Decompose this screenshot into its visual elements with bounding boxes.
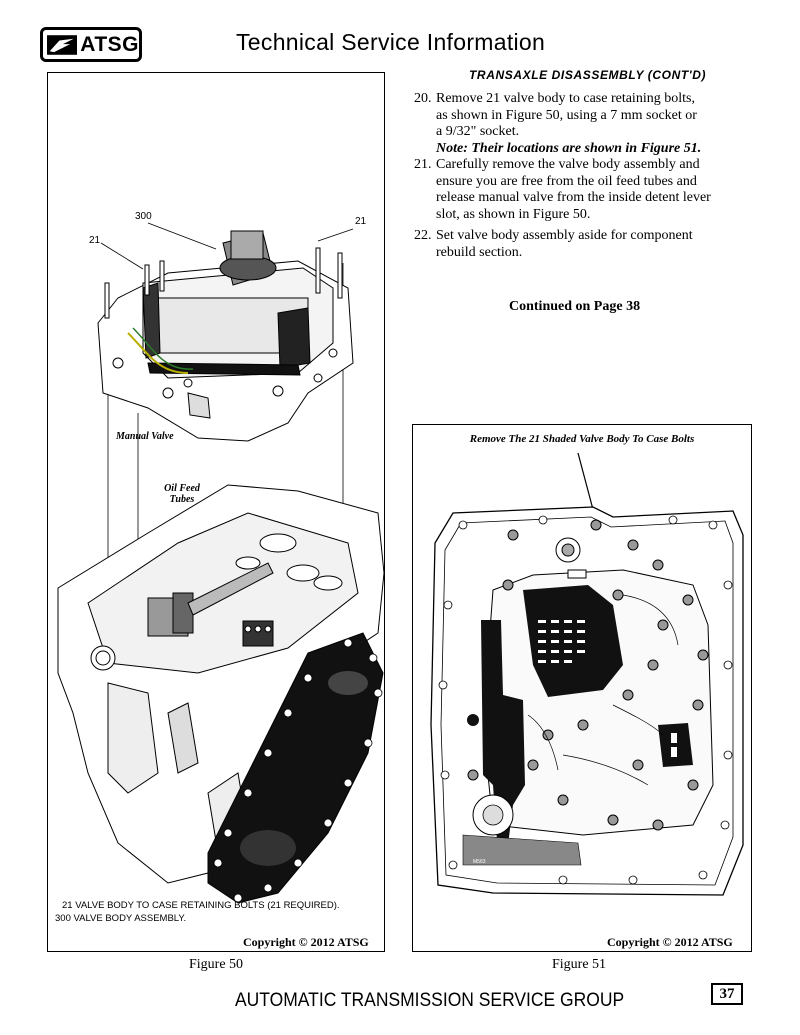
callout-21-left: 21	[89, 235, 101, 246]
step-22: 22. Set valve body assembly aside for co…	[414, 228, 754, 261]
step-number: 20.	[414, 91, 432, 106]
section-title: Transaxle Disassembly (Cont'd)	[469, 68, 707, 82]
logo-mark-icon	[47, 34, 78, 55]
step-number: 22.	[414, 228, 432, 243]
side-cover	[207, 632, 384, 904]
figure-51-title: Remove The 21 Shaded Valve Body To Case …	[469, 433, 695, 445]
valve-body-assembly	[97, 230, 354, 442]
label-tubes: Tubes	[169, 494, 195, 505]
step-21: 21. Carefully remove the valve body asse…	[414, 157, 754, 223]
continued-note: Continued on Page 38	[509, 299, 641, 314]
step-number: 21.	[414, 157, 432, 172]
figure-51-caption: Figure 51	[552, 957, 607, 972]
step-line: Remove 21 valve body to case retaining b…	[436, 91, 695, 106]
step-line: Carefully remove the valve body assembly…	[436, 157, 700, 172]
figure-50-caption: Figure 50	[189, 957, 244, 972]
step-line: Set valve body assembly aside for compon…	[436, 228, 693, 243]
legend-line-21: 21 VALVE BODY TO CASE RETAINING BOLTS (2…	[62, 900, 340, 911]
legend-line-300: 300 VALVE BODY ASSEMBLY.	[55, 913, 187, 924]
figure-50-copyright: Copyright © 2012 ATSG	[243, 935, 369, 949]
footer-title: AUTOMATIC TRANSMISSION SERVICE GROUP	[235, 990, 625, 1011]
step-line: release manual valve from the inside det…	[436, 190, 711, 205]
header-title: Technical Service Information	[236, 29, 546, 55]
step-line: slot, as shown in Figure 50.	[436, 206, 591, 222]
step-note: Note: Their locations are shown in Figur…	[436, 140, 702, 156]
step-line: as shown in Figure 50, using a 7 mm sock…	[436, 107, 697, 123]
figure-51-copyright: Copyright © 2012 ATSG	[607, 935, 733, 949]
callout-21-right: 21	[355, 216, 367, 227]
step-line: a 9/32" socket.	[436, 124, 520, 139]
figure-51-illustration: M563	[430, 452, 744, 896]
label-manual-valve: Manual Valve	[116, 431, 174, 442]
figure-51-frame: M563	[412, 424, 752, 952]
callout-300: 300	[135, 211, 152, 222]
step-line: rebuild section.	[436, 244, 523, 260]
transaxle-case	[57, 484, 384, 884]
figure-50-illustration	[57, 222, 384, 904]
figure-50-frame	[47, 72, 385, 952]
label-oil-feed: Oil Feed	[164, 483, 200, 494]
step-line: ensure you are free from the oil feed tu…	[436, 173, 697, 189]
atsg-logo: ATSG	[40, 27, 142, 62]
logo-text: ATSG	[80, 32, 139, 56]
page-number: 37	[711, 983, 743, 1005]
step-20: 20. Remove 21 valve body to case retaini…	[414, 91, 754, 157]
valve-stamp: M563	[473, 859, 486, 865]
